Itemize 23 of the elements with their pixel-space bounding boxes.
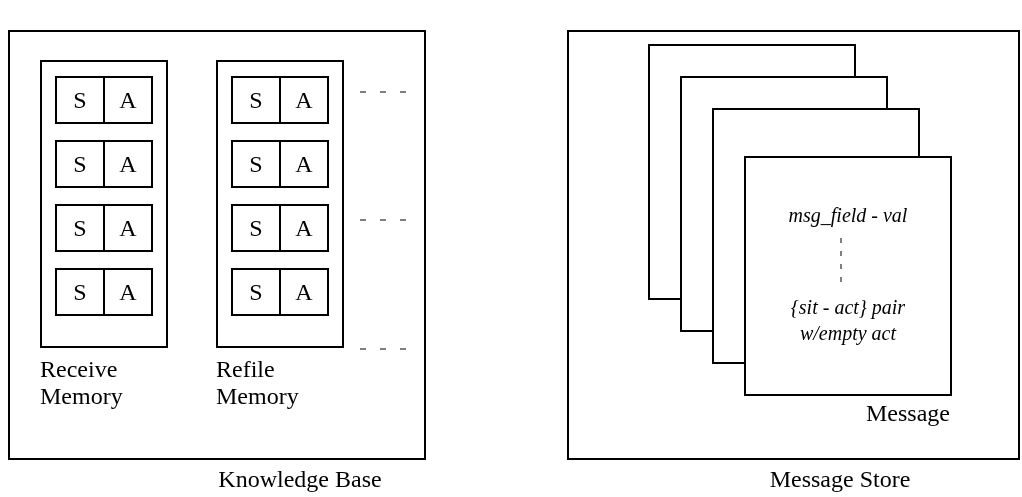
field-text: msg_field - val (787, 203, 909, 228)
slot-letter: S (233, 206, 281, 250)
slot-letter: A (118, 277, 138, 307)
caption-text: Receive Memory (40, 356, 124, 410)
slot-letter: A (118, 85, 138, 115)
caption-text: Message Store (768, 466, 912, 493)
caption-text: Refile Memory (216, 356, 300, 410)
slot-letter: A (294, 277, 314, 307)
slot-letter: S (233, 142, 281, 186)
slot-letter: S (233, 78, 281, 122)
slot-letter: S (233, 270, 281, 314)
pair-text: {sit - act} pair w/empty act (789, 295, 907, 346)
slot-letter: A (118, 149, 138, 179)
slot-letter: A (294, 85, 314, 115)
slot-letter: A (118, 213, 138, 243)
slot-letter: S (57, 142, 105, 186)
slot-letter: S (57, 206, 105, 250)
slot-letter: S (57, 270, 105, 314)
caption-text: Message (865, 400, 950, 427)
slot-letter: S (57, 78, 105, 122)
slot-letter: A (294, 149, 314, 179)
caption-text: Knowledge Base (217, 466, 383, 493)
slot-letter: A (294, 213, 314, 243)
